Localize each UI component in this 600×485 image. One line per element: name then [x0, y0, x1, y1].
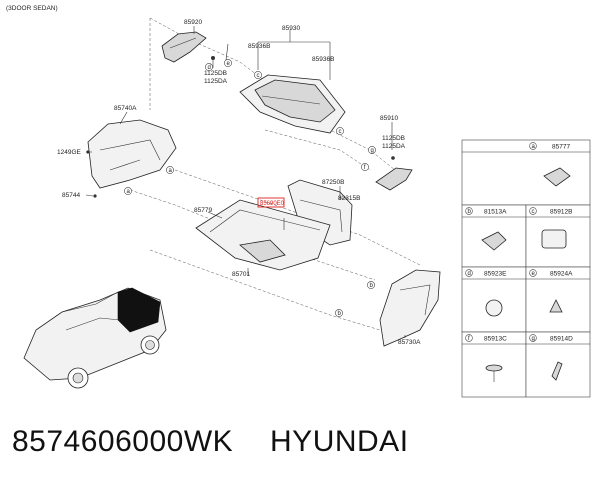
legend-code-c: 85912B [550, 209, 572, 216]
legend-85923E-icon [485, 299, 503, 317]
legend-grid: a 85777 b 81513A c 85912B d 85923E e 859… [461, 139, 591, 398]
legend-cell-e [525, 266, 591, 333]
marker-a1: a [169, 168, 173, 174]
callout-85701: 85701 [232, 271, 250, 278]
part-85910 [375, 167, 413, 191]
legend-letter-g: g [532, 336, 535, 342]
marker-a2: a [127, 189, 131, 195]
callout-85730A: 85730A [398, 339, 421, 346]
legend-cell-d [461, 266, 527, 333]
marker-g: g [371, 148, 374, 154]
part-number: 8574606000WK [12, 425, 234, 458]
brand-name: HYUNDAI [270, 425, 409, 458]
callout-82315B: 82315B [338, 195, 360, 202]
part-85730A-panel [379, 269, 441, 347]
legend-code-f: 85913C [484, 336, 507, 343]
legend-85914D-icon [551, 361, 563, 381]
marker-d-circle [205, 63, 213, 71]
clip-right-icon [391, 156, 395, 160]
legend-code-d: 85923E [484, 271, 507, 278]
callout-85936B-right: 85936B [312, 56, 334, 63]
marker-b2-circle [335, 309, 343, 317]
legend-letter-f: f [468, 336, 470, 342]
callout-85744: 85744 [62, 192, 80, 199]
marker-a1-circle [166, 166, 174, 174]
legend-85913C-icon [485, 364, 503, 382]
marker-b1-circle [367, 281, 375, 289]
legend-code-a: 85777 [552, 144, 570, 151]
marker-c1: c [257, 73, 260, 79]
callouts: 85920 85930 85936B 85936B 1125DB 1125DA … [57, 19, 421, 346]
leader-lines [85, 26, 406, 338]
legend-85924A-icon [549, 299, 563, 313]
callout-1125DB-right: 1125DB [382, 135, 405, 142]
callout-1125DA-top: 1125DA [204, 78, 228, 85]
part-85740A-panel [87, 119, 177, 189]
variant-label: (3DOOR SEDAN) [6, 5, 58, 12]
legend-81513A-icon [481, 231, 507, 251]
callout-85920: 85920 [184, 19, 202, 26]
highlight-box [257, 197, 285, 208]
part-85701-floor [195, 199, 331, 271]
callout-1249GE: 1249GE [57, 149, 82, 156]
marker-e-circle [224, 59, 232, 67]
callout-87250B: 87250B [322, 179, 344, 186]
marker-g-circle [368, 146, 376, 154]
callout-highlight: 85690E0 [260, 201, 285, 207]
clip-screw-icon [211, 56, 215, 60]
legend-85912B-icon [541, 229, 567, 249]
legend-letter-b: b [468, 209, 472, 215]
legend-85777-icon [543, 167, 571, 187]
legend-cell-a [461, 139, 591, 206]
legend-letter-e: e [532, 271, 536, 277]
callout-85779: 85779 [194, 207, 212, 214]
screw-85744-icon [93, 194, 97, 198]
marker-c1-circle [254, 71, 262, 79]
callout-1125DB-top: 1125DB [204, 70, 227, 77]
legend-code-g: 85914D [550, 336, 573, 343]
footer: 8574606000WK HYUNDAI [12, 425, 409, 459]
markers: d e c c f g a a b b [124, 59, 376, 317]
guide-lines [129, 17, 421, 331]
callout-85910: 85910 [380, 115, 398, 122]
legend-letter-c: c [532, 209, 535, 215]
callout-85740A: 85740A [114, 105, 137, 112]
marker-a2-circle [124, 187, 132, 195]
legend-cell-f [461, 331, 527, 398]
legend-letter-d: d [468, 271, 471, 277]
marker-c2: c [339, 129, 342, 135]
legend-letter-a: a [532, 144, 536, 150]
parts-diagram: (3DOOR SEDAN) [6, 5, 591, 398]
marker-b2: b [338, 311, 342, 317]
callout-85930: 85930 [282, 25, 300, 32]
marker-d: d [208, 65, 211, 71]
car-illustration [23, 287, 167, 389]
part-85930-shelf [239, 74, 346, 134]
marker-c2-circle [336, 127, 344, 135]
legend-code-b: 81513A [484, 209, 507, 216]
marker-b1: b [370, 283, 374, 289]
marker-e: e [227, 61, 231, 67]
marker-f-circle [361, 163, 369, 171]
part-85920 [161, 31, 207, 63]
marker-f: f [364, 165, 366, 171]
legend-code-e: 85924A [550, 271, 573, 278]
callout-85936B-left: 85936B [248, 43, 270, 50]
callout-1125DA-right: 1125DA [382, 143, 406, 150]
highlighted-part: 85690E0 [257, 197, 285, 208]
